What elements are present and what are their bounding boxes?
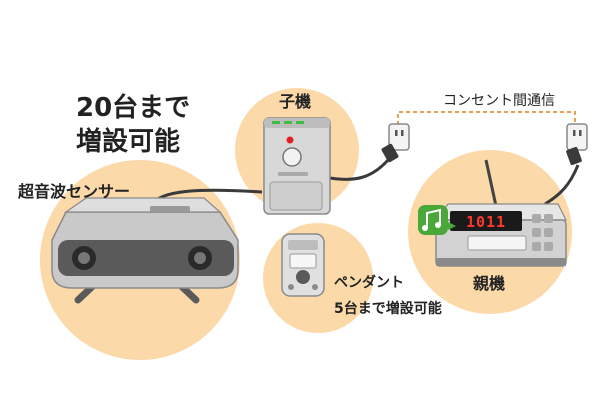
pendant-capacity-label: 5台まで増設可能 [334, 301, 442, 317]
capacity-title-line2: 増設可能 [76, 127, 181, 157]
outlet-communication-line [397, 111, 576, 125]
child-unit-device [263, 117, 331, 215]
child-unit-label: 子機 [279, 92, 312, 111]
parent-unit-cable [544, 164, 580, 206]
parent-unit-display: 1011 [466, 213, 506, 231]
parent-unit-device [434, 159, 567, 267]
power-outlet-icon [388, 123, 410, 151]
capacity-title-line1: 20台まで [76, 93, 191, 123]
ultrasonic-sensor-label: 超音波センサー [18, 182, 131, 201]
pendant-device [281, 233, 325, 297]
ultrasonic-sensor-device [51, 197, 239, 304]
outlet-communication-label: コンセント間通信 [443, 93, 555, 109]
power-outlet-icon [566, 123, 588, 151]
child-unit-cable [329, 159, 390, 181]
parent-unit-label: 親機 [473, 274, 506, 293]
music-note-icon [418, 205, 456, 235]
pendant-label: ペンダント [334, 275, 404, 291]
power-plug-icon [381, 143, 399, 163]
power-plug-icon [566, 146, 582, 166]
